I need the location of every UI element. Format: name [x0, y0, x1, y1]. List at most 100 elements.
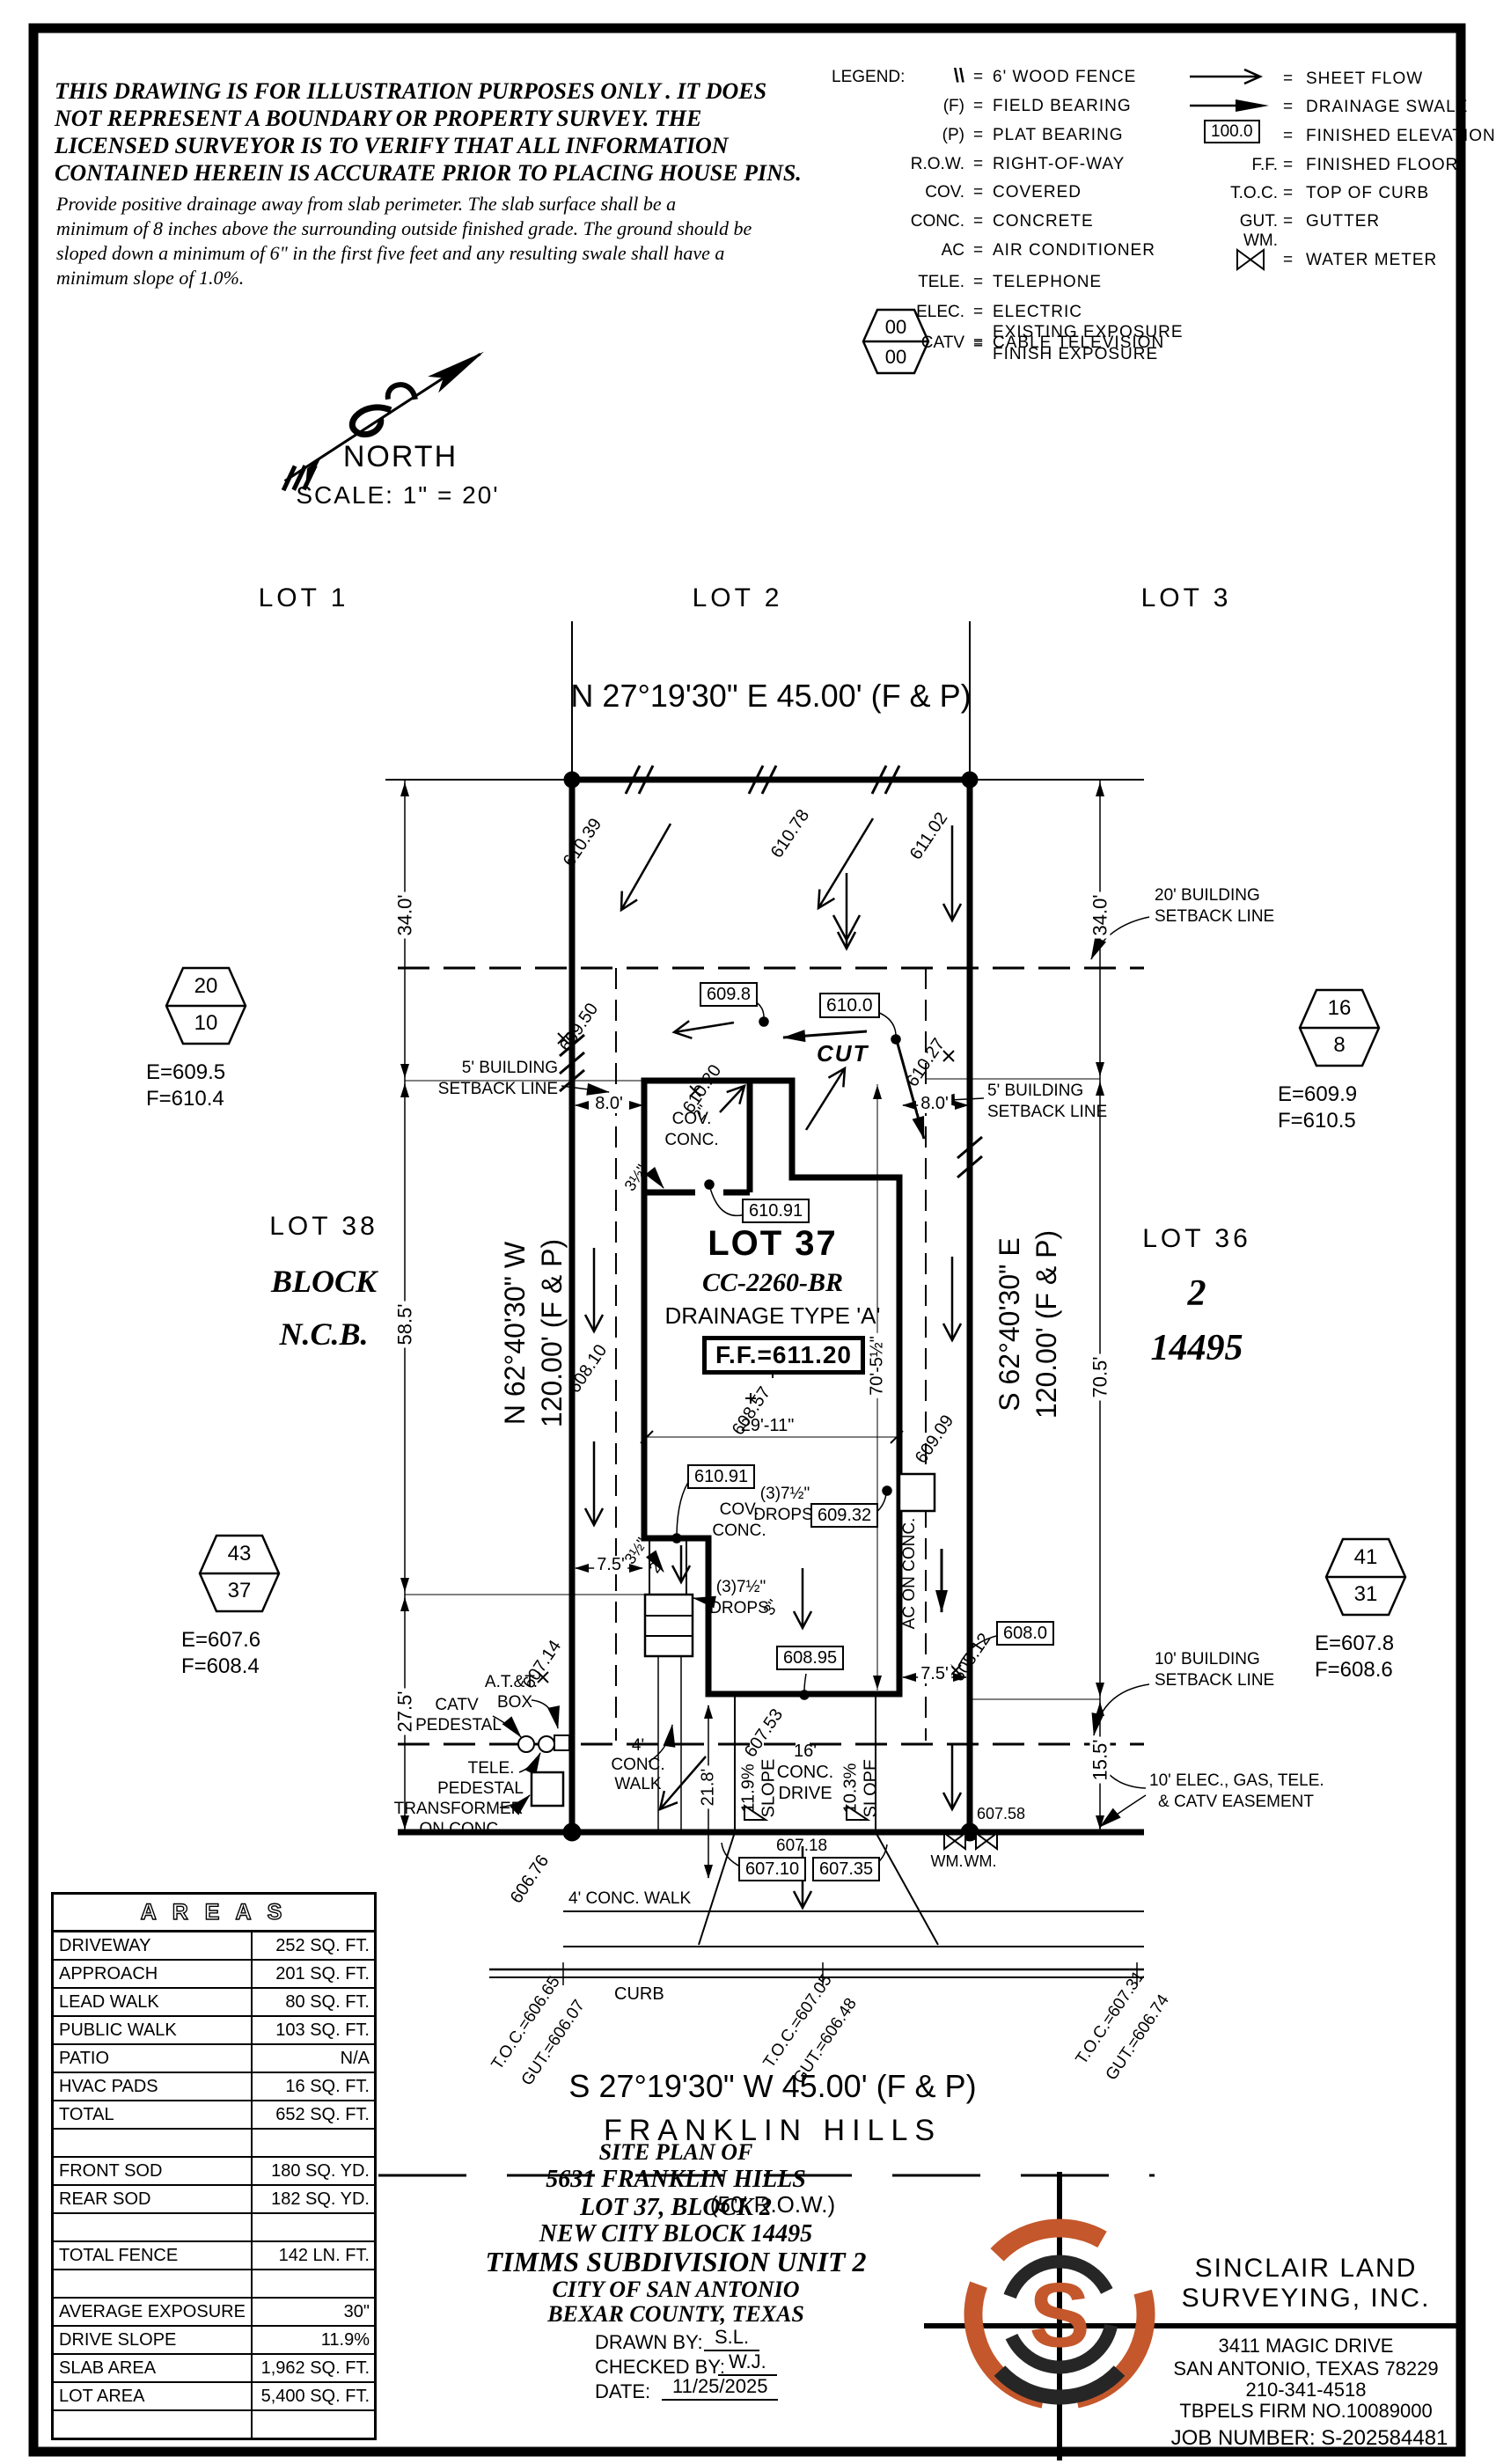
legend-def: PLAT BEARING — [993, 126, 1124, 144]
att-box-label: A.T.&T. — [484, 1673, 539, 1691]
row-label — [54, 2411, 251, 2438]
row-value: 103 SQ. FT. — [251, 2017, 374, 2043]
legend-eq: = — [973, 183, 984, 202]
areas-title: A R E A S — [54, 1895, 374, 1932]
finished-floor-box: F.F.=611.20 — [702, 1336, 866, 1375]
drops-label: DROPS — [709, 1599, 769, 1617]
drainage-note-line: Provide positive drainage away from slab… — [56, 193, 677, 215]
legend-eq: = — [1283, 184, 1294, 202]
hex-finish: 8 — [1333, 1033, 1346, 1057]
hex-finish: 37 — [227, 1579, 252, 1602]
legend-def: DRAINAGE SWALE — [1306, 98, 1469, 116]
hex-f-value: F=608.4 — [181, 1654, 260, 1678]
legend-eq: = — [973, 68, 984, 86]
lot37-label: LOT 37 — [708, 1224, 838, 1263]
elevation-box: 610.91 — [687, 1464, 756, 1489]
drawn-by-value: S.L. — [704, 2327, 760, 2352]
checked-by-label: CHECKED BY: — [595, 2356, 725, 2378]
bearing-north-label: N 27°19'30" E 45.00' (F & P) — [570, 678, 972, 714]
title-line: NEW CITY BLOCK 14495 — [539, 2220, 813, 2248]
drops-label: (3)7½" — [759, 1485, 810, 1503]
hex-e-value: E=607.6 — [181, 1628, 261, 1652]
ac-pad — [898, 1472, 936, 1513]
job-number: JOB NUMBER: S-202584481 — [1170, 2426, 1448, 2450]
lead-walk — [657, 1656, 682, 1830]
row-label — [54, 2214, 251, 2240]
legend-sym: GUT. — [1239, 212, 1278, 231]
curb — [489, 1962, 1144, 1985]
setback20-label: SETBACK LINE — [1155, 907, 1275, 926]
slope-label: 10.3% — [840, 1763, 861, 1814]
cov-conc-label: CONC. — [664, 1131, 719, 1149]
legend-def: FINISH EXPOSURE — [993, 345, 1159, 363]
drainage-swale-arrows — [782, 1030, 948, 1613]
legend-eq: = — [1283, 212, 1294, 231]
hex-e-value: E=609.9 — [1278, 1082, 1358, 1106]
legend-def: FINISHED FLOOR — [1306, 156, 1459, 174]
company-name: SURVEYING, INC. — [1181, 2284, 1431, 2313]
row-label: PATIO — [59, 2049, 110, 2068]
elevation-box: 607.35 — [812, 1857, 881, 1881]
row-label: APPROACH — [59, 1964, 158, 1984]
row-label: FRONT SOD — [59, 2161, 163, 2181]
block2-label: 2 — [1187, 1273, 1206, 1314]
row-value: N/A — [251, 2045, 374, 2072]
easement-label: & CATV EASEMENT — [1158, 1793, 1315, 1811]
legend-eq: = — [1283, 98, 1294, 116]
row-value: 652 SQ. FT. — [251, 2101, 374, 2128]
legend-sym: F.F. — [1251, 156, 1278, 174]
drops-label: DROPS — [753, 1506, 813, 1524]
table-row — [54, 2128, 374, 2156]
elevation-box: 610.91 — [742, 1199, 810, 1223]
company-address: 3411 MAGIC DRIVE — [1218, 2335, 1394, 2357]
ac-on-conc-label: AC ON CONC. — [900, 1517, 920, 1630]
legend-eq: = — [973, 155, 984, 173]
legend-sym: CATV — [920, 334, 964, 352]
bearing-west-length: 120.00' (F & P) — [536, 1238, 568, 1428]
lot2-label: LOT 2 — [692, 583, 783, 612]
north-arrow-icon — [281, 351, 484, 492]
leader-lines — [492, 916, 1150, 1868]
legend-eq: = — [973, 241, 984, 260]
drainage-note-line: minimum of 8 inches above the surroundin… — [56, 217, 752, 239]
conc-drive-label: CONC. — [776, 1763, 834, 1782]
elevation-box: 608.95 — [776, 1646, 845, 1670]
wood-fence-icon: \\ — [953, 64, 964, 86]
cov-conc-label: COV. — [719, 1500, 759, 1519]
utility-pedestals — [517, 1734, 570, 1808]
row-value — [251, 2270, 374, 2297]
row-value: 5,400 SQ. FT. — [251, 2383, 374, 2409]
finished-elevation-box: 100.0 — [1204, 120, 1260, 143]
legend-sym: ELEC. — [916, 303, 964, 321]
sheet-border — [28, 23, 1466, 2457]
setback5-right-label: SETBACK LINE — [987, 1103, 1108, 1121]
hex-existing: 20 — [194, 974, 218, 998]
setback20-label: 20' BUILDING — [1155, 886, 1260, 905]
hex-f-value: F=610.4 — [146, 1087, 224, 1111]
drainage-swale-icon — [1190, 99, 1269, 112]
lot3-label: LOT 3 — [1140, 583, 1232, 612]
company-logo-icon — [924, 2172, 1463, 2460]
legend-sym: R.O.W. — [910, 155, 964, 173]
drainage-note-line: minimum slope of 1.0%. — [56, 267, 245, 289]
legend-sym: AC — [941, 241, 964, 260]
legend-def: EXISTING EXPOSURE — [993, 323, 1184, 341]
elevation-box: 610.0 — [819, 993, 880, 1018]
row-value: 180 SQ. YD. — [251, 2158, 374, 2184]
row-value: 252 SQ. FT. — [251, 1932, 374, 1959]
legend-def: COVERED — [993, 183, 1082, 202]
tele-pedestal-label: TELE. — [467, 1759, 515, 1778]
lot36-label: LOT 36 — [1142, 1224, 1251, 1253]
dim-7-5-right: 7.5' — [918, 1665, 951, 1683]
legend-eq: = — [973, 97, 984, 115]
title-line: LOT 37, BLOCK 2 — [580, 2194, 772, 2221]
setback5-left-label: 5' BUILDING — [461, 1059, 558, 1077]
spot-elevation: 607.58 — [977, 1805, 1026, 1822]
ncb-label: N.C.B. — [279, 1316, 369, 1352]
table-row — [54, 2409, 374, 2438]
hex-finish: 10 — [194, 1011, 218, 1035]
